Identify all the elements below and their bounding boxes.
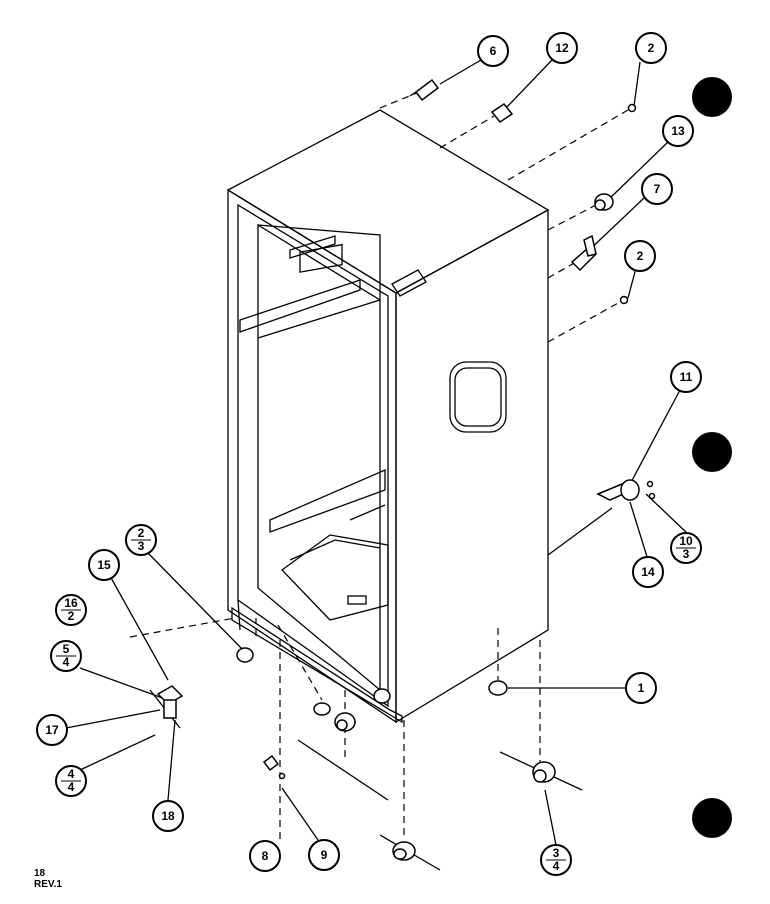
callout-3-4: 3 4 [540, 844, 572, 876]
svg-text:15: 15 [97, 558, 111, 572]
svg-text:16: 16 [64, 596, 78, 610]
callout-1: 1 [625, 672, 657, 704]
svg-text:13: 13 [671, 124, 685, 138]
svg-text:11: 11 [680, 370, 693, 384]
svg-text:12: 12 [555, 41, 569, 55]
callout-4-4: 4 4 [55, 765, 87, 797]
callout-12: 12 [546, 32, 578, 64]
svg-text:3: 3 [138, 539, 145, 553]
svg-text:4: 4 [68, 780, 75, 794]
svg-text:10: 10 [679, 534, 693, 548]
part-leveler-right [373, 688, 391, 704]
svg-text:4: 4 [553, 859, 560, 873]
callout-2-3: 2 3 [125, 524, 157, 556]
part-bottom-hinge-17 [156, 685, 184, 719]
svg-text:5: 5 [63, 642, 70, 656]
part-roller-3 [532, 761, 556, 783]
figure-number: 18 [34, 868, 46, 879]
part-leveler-center [313, 702, 331, 716]
revision-label: 18 REV.1 [34, 868, 62, 890]
svg-text:18: 18 [161, 809, 175, 823]
part-clip-8 [262, 754, 286, 780]
revision-number: REV.1 [34, 879, 62, 890]
callout-6: 6 [477, 35, 509, 67]
part-leveler-2 [236, 647, 254, 663]
callout-2b: 2 [624, 240, 656, 272]
callout-11: 11 [670, 361, 702, 393]
svg-text:3: 3 [553, 846, 560, 860]
svg-text:1: 1 [638, 681, 645, 695]
leader-lines [65, 59, 689, 871]
part-roller-bottom [392, 841, 416, 861]
part-hinge-pin-7 [570, 234, 598, 272]
svg-text:9: 9 [321, 848, 328, 862]
part-bushing-13 [594, 193, 614, 211]
svg-text:2: 2 [648, 41, 655, 55]
svg-text:3: 3 [683, 547, 690, 561]
part-screw-2 [627, 103, 637, 113]
callout-2: 2 [635, 32, 667, 64]
svg-text:14: 14 [641, 565, 655, 579]
part-hinge-11 [596, 479, 656, 501]
svg-text:4: 4 [68, 767, 75, 781]
part-plug-6 [409, 78, 440, 102]
small-parts [156, 78, 656, 861]
svg-text:17: 17 [45, 723, 59, 737]
svg-text:2: 2 [68, 609, 75, 623]
svg-text:8: 8 [262, 849, 269, 863]
binder-hole [692, 77, 732, 117]
binder-hole [692, 432, 732, 472]
callout-14: 14 [632, 556, 664, 588]
callout-16-2: 16 2 [55, 594, 87, 626]
part-leveler-1 [488, 680, 508, 696]
part-screw-2b [619, 295, 629, 305]
svg-text:2: 2 [138, 526, 145, 540]
svg-text:2: 2 [637, 249, 644, 263]
part-bushing-12 [490, 102, 514, 124]
callout-9: 9 [308, 839, 340, 871]
callout-15: 15 [88, 549, 120, 581]
svg-text:7: 7 [654, 182, 661, 196]
binder-hole [692, 798, 732, 838]
callout-7: 7 [641, 173, 673, 205]
svg-text:4: 4 [63, 655, 70, 669]
callout-8: 8 [249, 840, 281, 872]
refrigerator-cabinet [226, 109, 550, 724]
callout-5-4: 5 4 [50, 640, 82, 672]
callout-17: 17 [36, 714, 68, 746]
svg-text:6: 6 [490, 44, 497, 58]
part-roller-center [334, 712, 356, 732]
callout-10-3: 10 3 [670, 532, 702, 564]
callout-18: 18 [152, 800, 184, 832]
callout-13: 13 [662, 115, 694, 147]
